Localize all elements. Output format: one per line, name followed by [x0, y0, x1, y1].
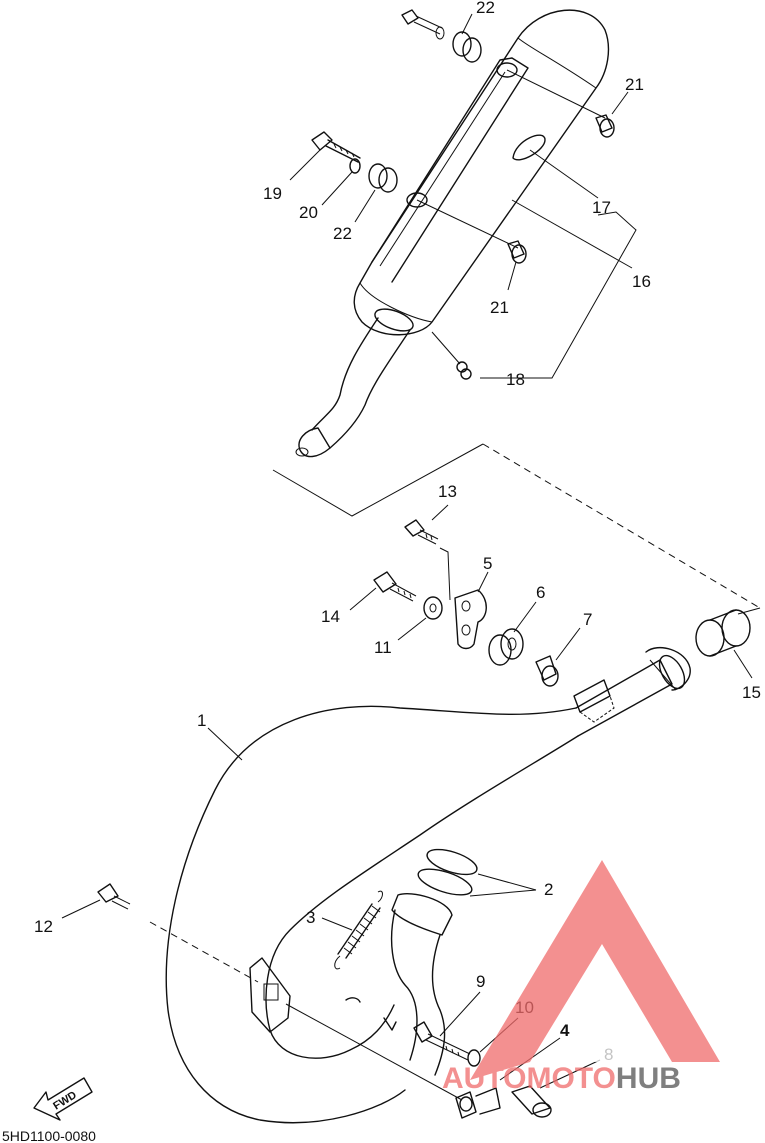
washer-11: [423, 596, 443, 620]
callout-21-lower: 21: [490, 298, 509, 317]
callout-14: 14: [321, 607, 340, 626]
callout-4: 4: [560, 1021, 570, 1040]
mount-axis-12: [149, 921, 259, 983]
callout-7: 7: [583, 610, 592, 629]
mounting-frame-lines: [272, 443, 761, 615]
callout-20: 20: [299, 203, 318, 222]
watermark-auto: AUTO: [442, 1062, 526, 1095]
callout-3: 3: [306, 908, 315, 927]
bolt-14: [373, 571, 417, 602]
leader-1: [207, 727, 243, 761]
watermark-hub: HUB: [616, 1062, 681, 1095]
callout-21-upper: 21: [625, 75, 644, 94]
callout-19: 19: [263, 184, 282, 203]
callout-5: 5: [483, 554, 492, 573]
leader-13: [431, 504, 451, 601]
collar-7: [535, 655, 559, 687]
bolt-12: [61, 883, 131, 919]
silencer-leaders: [289, 13, 637, 379]
callout-9: 9: [476, 972, 485, 991]
bracket-5: [454, 589, 487, 650]
bolt-22-top: [401, 9, 445, 40]
bolt-13: [404, 519, 439, 545]
callout-12: 12: [34, 917, 53, 936]
callout-22-upper: 22: [476, 0, 495, 17]
bush-8: [511, 1059, 601, 1118]
fwd-arrow-icon: FWD: [33, 1077, 93, 1121]
header-pipe: [345, 893, 453, 1076]
silencer-assembly: [295, 9, 610, 458]
bolt-19: [311, 131, 361, 163]
callout-15: 15: [742, 683, 761, 702]
o-ring-2: [417, 848, 537, 897]
collar-21-upper: [595, 114, 615, 138]
callout-18: 18: [506, 370, 525, 389]
watermark-moto: MOTO: [526, 1062, 615, 1095]
automotohub-watermark: AUTOMOTOHUB: [442, 860, 720, 1095]
mid-leaders: [349, 571, 581, 661]
collar-21-lower: [507, 240, 527, 264]
gasket-15: [695, 609, 753, 679]
screw-18: [456, 361, 472, 380]
callout-labels: 1 2 3 4 5 6 7 8 9 10 11 12 13 14 15 16 1…: [34, 0, 761, 1064]
grommet-6: [488, 628, 524, 666]
callout-6: 6: [536, 583, 545, 602]
washer-20: [349, 158, 361, 174]
callout-13: 13: [438, 482, 457, 501]
callout-22-lower: 22: [333, 224, 352, 243]
grommet-22-upper: [452, 31, 482, 63]
watermark-triangle-icon: [470, 860, 720, 1080]
exhaust-pipe-1: [165, 647, 691, 1124]
callout-16: 16: [632, 272, 651, 291]
spring-3: [321, 890, 383, 970]
diagram-code: 5HD1100-0080: [2, 1128, 96, 1143]
bolt-9: [413, 991, 481, 1061]
svg-text:AUTOMOTOHUB: AUTOMOTOHUB: [442, 1062, 681, 1095]
callout-11: 11: [374, 638, 392, 657]
callout-17: 17: [592, 198, 611, 217]
callout-2: 2: [544, 880, 553, 899]
grommet-22-lower: [368, 163, 398, 193]
callout-1: 1: [197, 711, 206, 730]
